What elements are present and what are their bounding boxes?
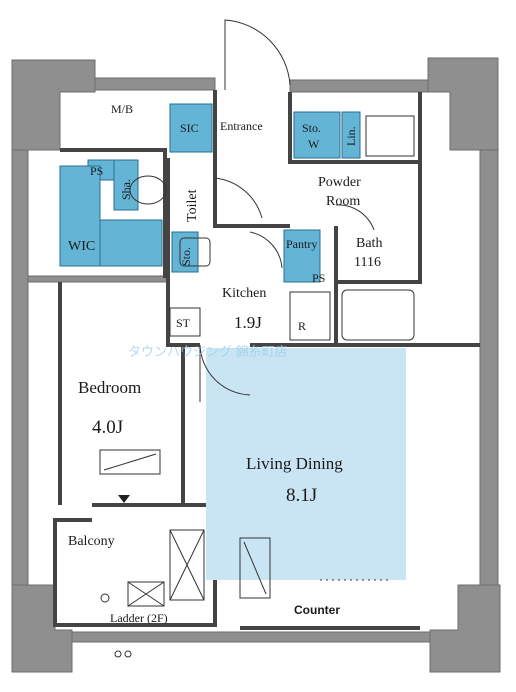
label-wic: WIC: [68, 239, 95, 254]
label-powder-bottom: Room: [326, 194, 360, 209]
watermark: タウンハウジング 錦糸町店: [128, 344, 288, 359]
fixtures: [99, 115, 415, 658]
label-lin: Lin.: [344, 126, 358, 146]
label-pantry: Pantry: [286, 237, 317, 251]
label-kitchen-size: 1.9J: [234, 313, 262, 332]
label-sto-w-bottom: W: [308, 137, 320, 151]
wall-bottom: [71, 631, 431, 643]
wall-right: [479, 149, 499, 586]
wall-mid: [27, 275, 169, 283]
door-swings: [199, 19, 375, 402]
label-ps-top: PS: [90, 164, 103, 178]
wall-top-right: [289, 79, 429, 93]
sha-storage: [113, 159, 139, 211]
wic-storage: [59, 165, 101, 267]
wall-column-top-left: [11, 59, 96, 151]
wall-left: [11, 149, 29, 586]
lin-storage: [341, 111, 361, 159]
wall-column-bottom-right: [429, 584, 501, 673]
wall-column-top-right: [427, 57, 499, 151]
label-bedroom-size: 4.0J: [92, 417, 123, 438]
wall-top-left: [94, 77, 216, 91]
label-living-size: 8.1J: [286, 485, 317, 506]
label-kitchen-icon: ST: [176, 316, 191, 330]
pantry-storage: [283, 229, 321, 283]
wall-column-bottom-left: [11, 584, 73, 673]
label-sha: Sha.: [119, 179, 133, 200]
label-toilet: Toilet: [185, 189, 200, 222]
label-ps-kitchen: PS: [312, 271, 325, 285]
sto-kitchen-storage: [171, 231, 199, 273]
label-sic: SIC: [180, 121, 199, 135]
sic-storage: [169, 103, 213, 153]
label-kitchen: Kitchen: [222, 286, 266, 301]
living-dining-floor: [206, 348, 406, 580]
label-entrance: Entrance: [220, 119, 263, 133]
label-ladder: Ladder (2F): [110, 611, 168, 625]
sto-w-storage: [293, 111, 341, 159]
label-sto-w-top: Sto.: [302, 121, 321, 135]
interior-partitions: [53, 90, 480, 630]
label-sto-kitchen: Sto.: [179, 247, 193, 266]
label-balcony: Balcony: [68, 534, 115, 549]
label-bath: Bath: [356, 236, 382, 251]
wic-storage-2: [99, 219, 163, 267]
label-bedroom: Bedroom: [78, 378, 141, 397]
label-mb: M/B: [111, 102, 133, 116]
label-counter: Counter: [294, 603, 340, 617]
label-living-dining: Living Dining: [246, 454, 343, 473]
label-bath-size: 1116: [354, 255, 381, 270]
label-powder-top: Powder: [318, 175, 361, 190]
label-r: R: [298, 319, 306, 333]
